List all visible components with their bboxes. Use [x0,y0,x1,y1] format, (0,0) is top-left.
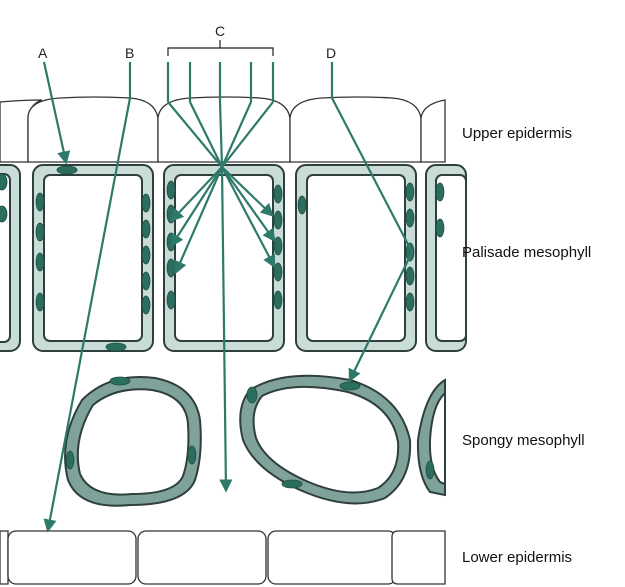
ray-label-c: C [215,23,225,39]
ray-c-bracket [167,40,274,56]
ray-d [330,62,414,383]
lower-epidermis [0,530,446,585]
ray-label-b: B [125,45,134,61]
ray-label-d: D [326,45,336,61]
ray-b [43,62,132,533]
label-palisade-mesophyll: Palisade mesophyll [462,244,591,261]
spongy-cells [64,374,446,507]
upper-epidermis [0,96,446,163]
ray-labels: A B C D [38,23,336,61]
ray-c [166,62,276,493]
ray-a [42,61,71,165]
palisade-cells [0,164,467,352]
label-spongy-mesophyll: Spongy mesophyll [462,432,585,449]
label-upper-epidermis: Upper epidermis [462,125,572,142]
ray-label-a: A [38,45,48,61]
spongy-chloroplasts [65,376,435,489]
label-lower-epidermis: Lower epidermis [462,549,572,566]
palisade-chloroplasts [0,165,445,352]
light-rays [42,61,414,533]
layer-labels: Upper epidermis Palisade mesophyll Spong… [462,125,591,566]
